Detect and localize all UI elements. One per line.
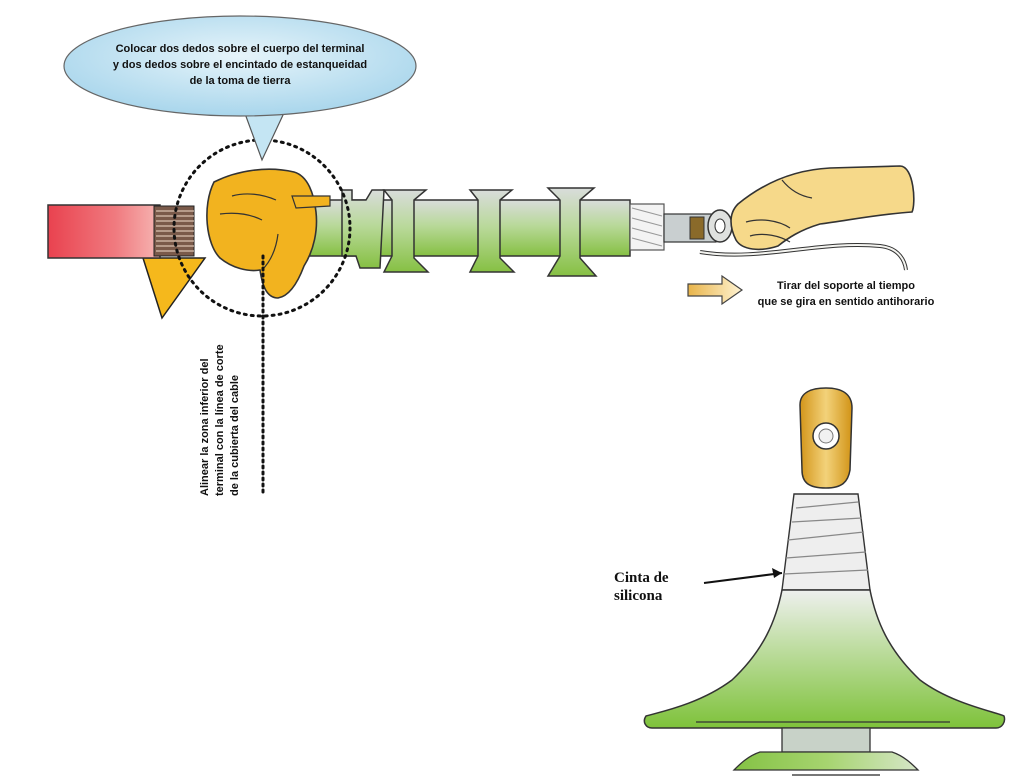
callout-line-2: y dos dedos sobre el encintado de estanq… (113, 59, 367, 71)
terminal-stem (781, 727, 871, 753)
left-hand (206, 168, 318, 299)
callout-line-3: de la toma de tierra (190, 75, 292, 87)
tape-leader-arrow (703, 572, 783, 584)
align-note-line-1: Alinear la zona inferior del (199, 358, 211, 496)
right-hand (730, 165, 915, 251)
terminal-bell (643, 589, 1006, 729)
align-note-line-2: terminal con la línea de corte (214, 344, 226, 496)
terminal-sheds (341, 187, 598, 277)
callout-bubble (63, 15, 417, 117)
callout-line-1: Colocar dos dedos sobre el cuerpo del te… (116, 43, 365, 55)
pull-note-line-1: Tirar del soporte al tiempo (777, 280, 915, 292)
tape-wrap (629, 203, 665, 251)
pull-note-line-2: que se gira en sentido antihorario (758, 296, 935, 308)
pull-arrow-icon (687, 274, 744, 306)
tape-label-line-2: silicona (614, 588, 663, 604)
cable-sheath (47, 204, 161, 259)
silicone-tape-neck (781, 493, 871, 591)
tape-label-line-1: Cinta de (614, 570, 669, 586)
align-note: Alinear la zona inferior del terminal co… (199, 344, 241, 496)
support-triangle (141, 257, 207, 320)
align-note-line-3: de la cubierta del cable (229, 375, 241, 496)
